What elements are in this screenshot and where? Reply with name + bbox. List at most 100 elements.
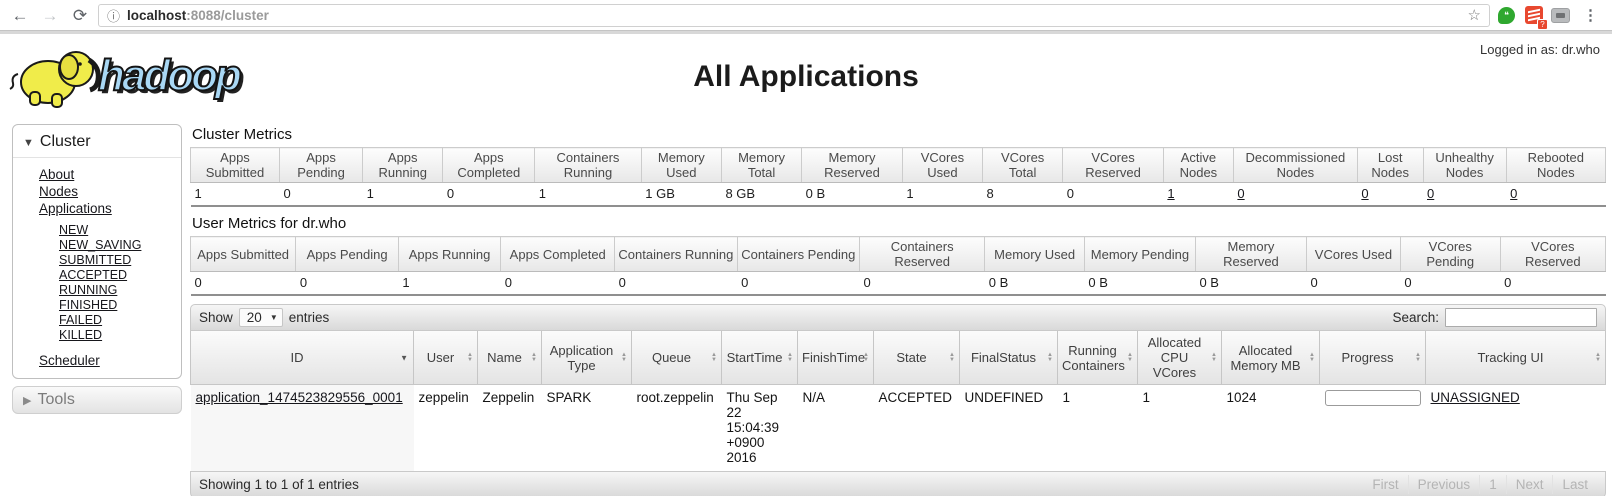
page-size-select[interactable]: 20 ▼ — [238, 308, 283, 327]
sidebar: ▼Cluster About Nodes Applications NEW NE… — [0, 120, 188, 414]
sidebar-item-nodes[interactable]: Nodes — [39, 184, 79, 199]
green-extension-icon[interactable]: ❝ — [1496, 5, 1517, 26]
column-header-finishtime[interactable]: FinishTime▲▼ — [797, 331, 874, 385]
column-header: Apps Completed — [500, 236, 616, 272]
sidebar-item-state-new-saving[interactable]: NEW_SAVING — [59, 238, 142, 252]
app-finalstatus-cell: UNDEFINED — [964, 390, 1044, 405]
application-id-link[interactable]: application_1474523829556_0001 — [195, 390, 403, 405]
sidebar-cluster-header[interactable]: ▼Cluster — [13, 131, 181, 158]
rebooted-nodes-link[interactable]: 0 — [1510, 186, 1518, 201]
column-header-allocated-cpu-vcores[interactable]: Allocated CPU VCores▲▼ — [1137, 331, 1222, 385]
sort-icon: ▲▼ — [1415, 351, 1421, 363]
column-header: Apps Submitted — [189, 236, 297, 272]
show-label: Show — [199, 310, 233, 325]
sidebar-item-state-failed[interactable]: FAILED — [59, 313, 103, 327]
column-header: Apps Submitted — [190, 147, 280, 183]
pagination-last[interactable]: Last — [1552, 474, 1597, 494]
app-progress-cell — [1320, 385, 1426, 471]
sidebar-item-applications[interactable]: Applications — [39, 201, 112, 216]
sidebar-item-state-submitted[interactable]: SUBMITTED — [59, 253, 132, 267]
sidebar-item-state-running[interactable]: RUNNING — [59, 283, 118, 297]
bookmark-star-icon[interactable]: ☆ — [1467, 7, 1481, 24]
column-label: Application Type — [549, 342, 614, 373]
unhealthy-nodes-link[interactable]: 0 — [1427, 186, 1435, 201]
logged-in-as: Logged in as: dr.who — [1480, 42, 1600, 57]
table-footer: Showing 1 to 1 of 1 entries First Previo… — [190, 470, 1606, 496]
gray-extension-icon[interactable] — [1550, 5, 1571, 26]
url-path: :8088/cluster — [186, 7, 269, 23]
sidebar-item-state-killed[interactable]: KILLED — [59, 328, 103, 342]
column-header-application-type[interactable]: Application Type▲▼ — [541, 331, 632, 385]
browser-refresh-icon[interactable]: ⟳ — [72, 5, 88, 25]
sidebar-tools-header[interactable]: ▶Tools — [12, 386, 182, 414]
list-item: About — [39, 166, 181, 183]
column-header: Rebooted Nodes — [1505, 147, 1607, 183]
metric-value: 1 — [190, 182, 280, 207]
column-label: Tracking UI — [1477, 350, 1544, 365]
pagination-previous[interactable]: Previous — [1407, 474, 1480, 494]
tracking-ui-link[interactable]: UNASSIGNED — [1430, 390, 1520, 405]
app-state-cell: ACCEPTED — [878, 390, 953, 405]
column-header-tracking-ui[interactable]: Tracking UI ▲▼ — [1425, 331, 1606, 385]
column-header: Apps Pending — [295, 236, 399, 272]
active-nodes-link[interactable]: 1 — [1167, 186, 1175, 201]
column-label: State — [896, 350, 927, 365]
column-label: Name — [487, 350, 522, 365]
question-badge: ? — [1537, 18, 1548, 30]
sidebar-item-about[interactable]: About — [39, 167, 75, 182]
metric-value: 0 B — [1195, 271, 1307, 296]
site-info-icon[interactable]: ⓘ — [107, 8, 121, 24]
column-header-running-containers[interactable]: Running Containers▲▼ — [1057, 331, 1138, 385]
browser-menu-icon[interactable]: ⋮ — [1583, 7, 1598, 24]
column-header-queue[interactable]: Queue▲▼ — [631, 331, 722, 385]
column-header-starttime[interactable]: StartTime▲▼ — [721, 331, 798, 385]
caret-down-icon: ▼ — [23, 137, 34, 149]
user-metrics-table: Apps Submitted Apps Pending Apps Running… — [189, 236, 1607, 296]
todoist-extension-icon[interactable]: ? — [1523, 5, 1548, 30]
column-header-finalstatus[interactable]: FinalStatus▲▼ — [959, 331, 1058, 385]
sidebar-item-state-accepted[interactable]: ACCEPTED — [59, 268, 128, 282]
lost-nodes-link[interactable]: 0 — [1361, 186, 1369, 201]
sort-icon: ▲▼ — [467, 351, 473, 363]
sort-icon: ▲▼ — [1127, 351, 1133, 363]
address-bar[interactable]: ⓘ localhost:8088/cluster ☆ — [98, 3, 1490, 27]
url-host: localhost — [127, 7, 187, 23]
sort-icon: ▲▼ — [1595, 351, 1601, 363]
column-header-state[interactable]: State▲▼ — [873, 331, 960, 385]
column-header: VCores Reserved — [1499, 236, 1607, 272]
column-header: Memory Pending — [1083, 236, 1196, 272]
column-header: VCores Total — [982, 147, 1064, 183]
column-header-progress[interactable]: Progress▲▼ — [1319, 331, 1426, 385]
hadoop-logo-text: hadoop — [97, 50, 243, 101]
user-metrics-title: User Metrics for dr.who — [192, 215, 347, 232]
column-header: Memory Used — [640, 147, 722, 183]
metric-value: 0 — [279, 182, 363, 207]
metric-value: 0 — [1400, 271, 1501, 296]
browser-forward-icon[interactable]: → — [41, 5, 59, 25]
sidebar-item-scheduler[interactable]: Scheduler — [39, 353, 100, 368]
browser-toolbar: ← → ⟳ ⓘ localhost:8088/cluster ☆ ❝ ? ⋮ — [0, 0, 1612, 30]
column-header: Decommissioned Nodes — [1232, 147, 1358, 183]
column-header-allocated-memory-mb[interactable]: Allocated Memory MB▲▼ — [1221, 331, 1320, 385]
browser-back-icon[interactable]: ← — [11, 5, 29, 25]
column-header-id[interactable]: ID▼ — [190, 331, 414, 385]
pagination-first[interactable]: First — [1372, 476, 1399, 492]
sidebar-item-state-finished[interactable]: FINISHED — [59, 298, 118, 312]
metric-value: 1 — [1163, 182, 1234, 207]
metric-value: 0 — [1423, 182, 1507, 207]
column-header-name[interactable]: Name▲▼ — [477, 331, 542, 385]
pagination-next[interactable]: Next — [1505, 474, 1553, 494]
metric-value: 1 — [902, 182, 983, 207]
column-header-user[interactable]: User▲▼ — [413, 331, 478, 385]
metric-value: 0 — [737, 271, 860, 296]
column-header: Lost Nodes — [1356, 147, 1424, 183]
url-text: localhost:8088/cluster — [127, 8, 269, 23]
pagination-page-1[interactable]: 1 — [1479, 474, 1506, 494]
search-input[interactable] — [1445, 308, 1597, 327]
decommissioned-nodes-link[interactable]: 0 — [1237, 186, 1245, 201]
metric-value: 1 — [398, 271, 501, 296]
table-row: 0 0 1 0 0 0 0 0 B 0 B 0 B 0 0 0 — [190, 271, 1606, 296]
sidebar-item-state-new[interactable]: NEW — [59, 223, 89, 237]
sort-icon: ▲▼ — [1309, 351, 1315, 363]
column-label: Allocated CPU VCores — [1147, 335, 1202, 380]
